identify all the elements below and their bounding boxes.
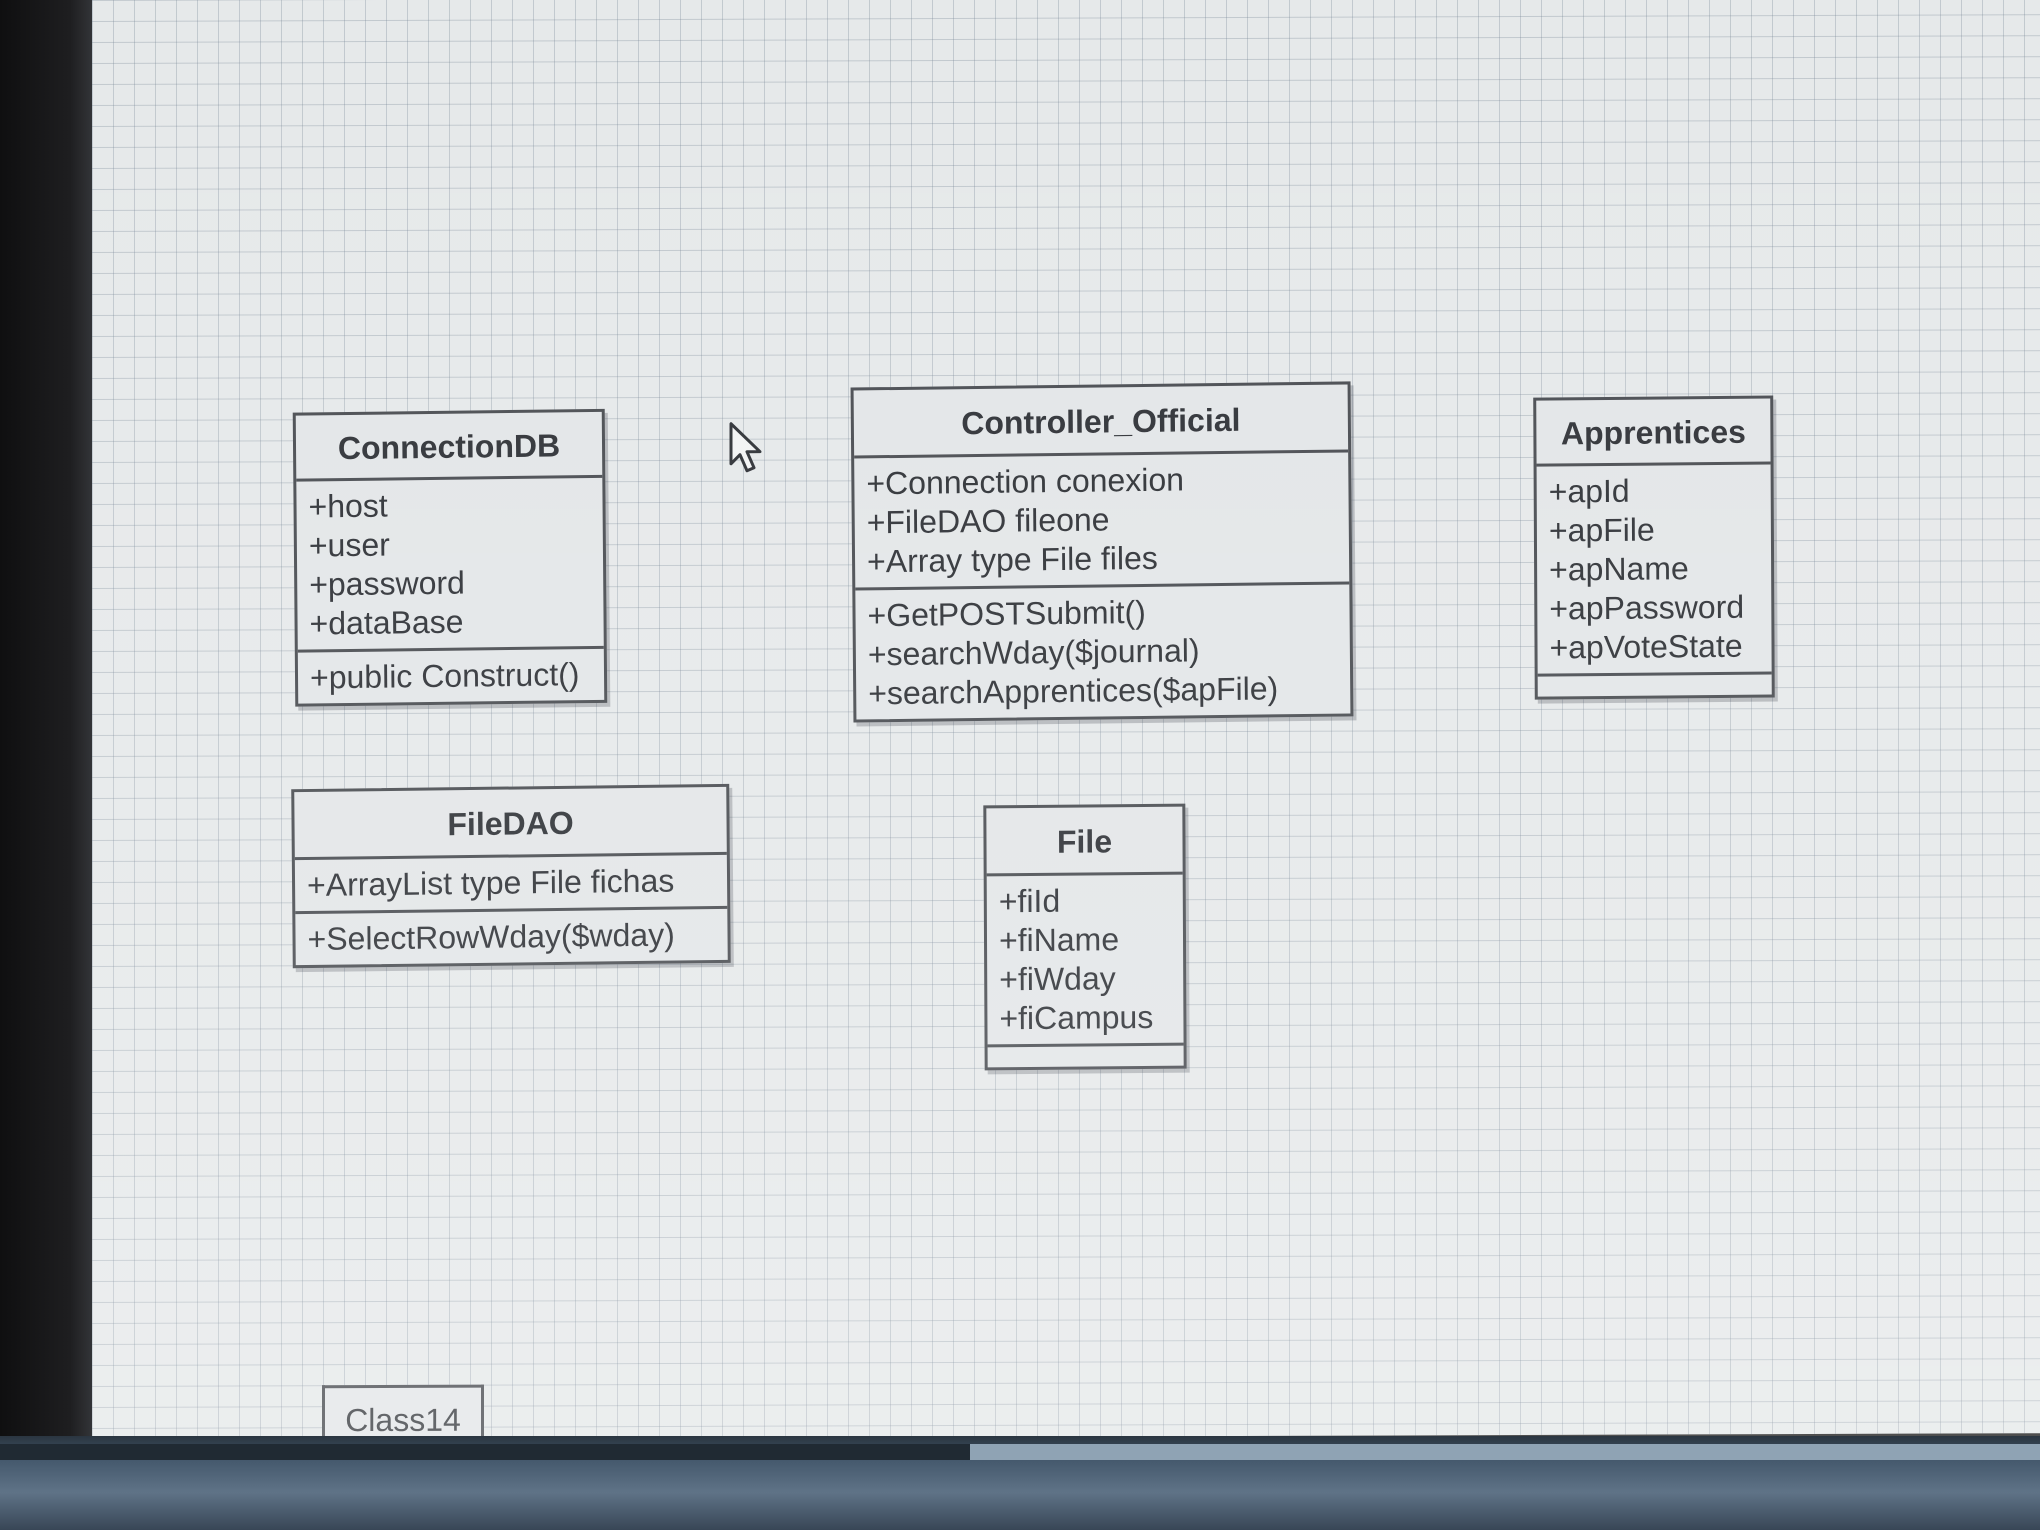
attribute[interactable]: +password bbox=[309, 564, 466, 603]
attribute[interactable]: +fiName bbox=[998, 921, 1120, 959]
attributes-section[interactable]: +apId +apFile +apName +apPassword +apVot… bbox=[1536, 464, 1772, 677]
attribute[interactable]: +ArrayList type File fichas bbox=[306, 862, 675, 904]
operation[interactable]: +GetPOSTSubmit() bbox=[867, 593, 1146, 634]
horizontal-scrollbar[interactable] bbox=[0, 1436, 2040, 1530]
operation[interactable]: +public Construct() bbox=[309, 656, 580, 696]
class-name[interactable]: Apprentices bbox=[1536, 398, 1771, 467]
attributes-section[interactable]: +fiId +fiName +fiWday +fiCampus bbox=[986, 874, 1184, 1048]
attributes-section[interactable]: +Connection conexion +FileDAO fileone +A… bbox=[854, 452, 1350, 591]
attribute[interactable]: +dataBase bbox=[309, 603, 464, 642]
attribute[interactable]: +apName bbox=[1549, 550, 1689, 588]
mouse-pointer-icon bbox=[729, 422, 762, 473]
operations-section[interactable]: +SelectRowWday($wday) bbox=[295, 909, 727, 965]
monitor-bezel bbox=[0, 0, 100, 1530]
operation[interactable]: +SelectRowWday($wday) bbox=[307, 916, 675, 958]
attribute[interactable]: +host bbox=[308, 487, 388, 525]
attributes-section[interactable]: +host +user +password +dataBase bbox=[296, 477, 604, 653]
operations-section[interactable] bbox=[1538, 675, 1772, 697]
attribute[interactable]: +apFile bbox=[1548, 511, 1655, 549]
class-filedao[interactable]: FileDAO +ArrayList type File fichas +Sel… bbox=[291, 783, 731, 969]
attribute[interactable]: +apId bbox=[1548, 472, 1630, 510]
operations-section[interactable]: +public Construct() bbox=[298, 649, 604, 704]
operation[interactable]: +searchApprentices($apFile) bbox=[868, 670, 1279, 712]
class-apprentices[interactable]: Apprentices +apId +apFile +apName +apPas… bbox=[1533, 395, 1775, 700]
class-name[interactable]: Controller_Official bbox=[853, 384, 1349, 459]
attribute[interactable]: +apVoteState bbox=[1549, 627, 1743, 666]
class-controller-official[interactable]: Controller_Official +Connection conexion… bbox=[850, 381, 1354, 723]
class-connectiondb[interactable]: ConnectionDB +host +user +password +data… bbox=[292, 408, 608, 707]
class-name[interactable]: FileDAO bbox=[294, 786, 727, 861]
attribute[interactable]: +Array type File files bbox=[866, 539, 1158, 580]
class-name[interactable]: ConnectionDB bbox=[295, 411, 603, 482]
operations-section[interactable]: +GetPOSTSubmit() +searchWday($journal) +… bbox=[855, 584, 1350, 719]
attribute[interactable]: +FileDAO fileone bbox=[866, 501, 1110, 541]
attributes-section[interactable]: +ArrayList type File fichas bbox=[294, 854, 728, 915]
attribute[interactable]: +fiCampus bbox=[999, 998, 1154, 1037]
attribute[interactable]: +apPassword bbox=[1549, 588, 1745, 627]
attribute[interactable]: +Connection conexion bbox=[866, 461, 1185, 502]
scrollbar-track[interactable] bbox=[970, 1444, 2040, 1460]
scrollbar-thumb[interactable] bbox=[0, 1444, 970, 1460]
diagram-canvas[interactable]: ConnectionDB +host +user +password +data… bbox=[92, 0, 2040, 1450]
operation[interactable]: +searchWday($journal) bbox=[867, 632, 1200, 673]
attribute[interactable]: +user bbox=[308, 526, 390, 564]
attribute[interactable]: +fiId bbox=[998, 882, 1061, 920]
class-file[interactable]: File +fiId +fiName +fiWday +fiCampus bbox=[983, 803, 1187, 1071]
operations-section[interactable] bbox=[988, 1046, 1184, 1068]
class-name[interactable]: File bbox=[986, 806, 1183, 877]
attribute[interactable]: +fiWday bbox=[999, 960, 1116, 998]
